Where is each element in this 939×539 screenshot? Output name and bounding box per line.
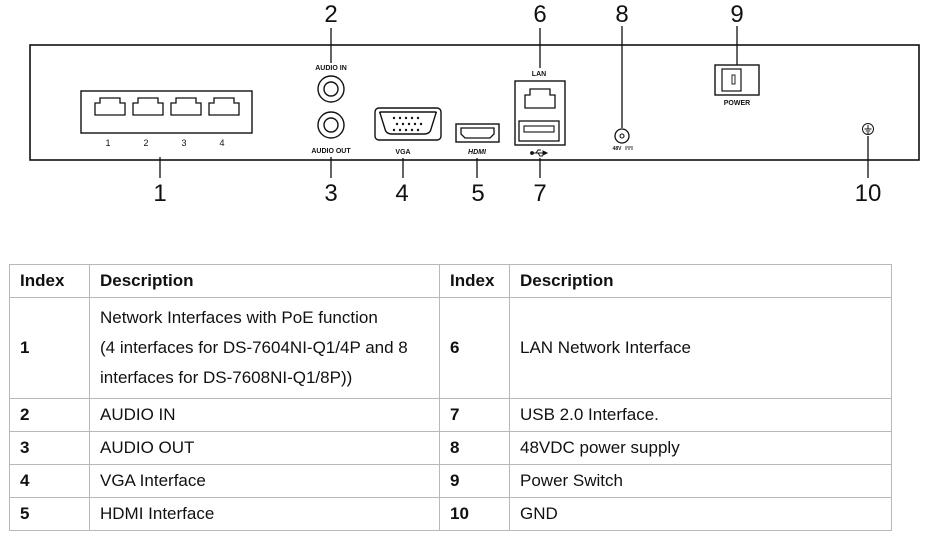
rca-jack-icon: [317, 111, 345, 139]
ethernet-port-icon: [170, 97, 202, 116]
index-cell: 3: [9, 431, 90, 465]
index-cell: 2: [9, 398, 90, 432]
dc-symbol-icon: [625, 146, 633, 150]
description-cell: HDMI Interface: [89, 497, 440, 531]
ethernet-port-icon: [524, 88, 556, 109]
port-number: 2: [143, 138, 148, 148]
usb-port-icon: [518, 120, 560, 142]
table-row: 5 HDMI Interface 10 GND: [9, 497, 892, 531]
index-cell: 7: [439, 398, 510, 432]
description-line: interfaces for DS-7608NI-Q1/8P)): [100, 368, 353, 387]
interface-description-table: Index Description Index Description 1 Ne…: [9, 264, 892, 531]
index-cell: 6: [439, 297, 510, 399]
callout-7: 7: [533, 180, 546, 207]
audio-in-label: AUDIO IN: [315, 65, 347, 72]
index-cell: 10: [439, 497, 510, 531]
callout-2: 2: [324, 1, 337, 28]
port-number: 3: [181, 138, 186, 148]
column-header-index: Index: [439, 264, 510, 298]
callout-6: 6: [533, 1, 546, 28]
callout-4: 4: [395, 180, 408, 207]
hdmi-label: HDMI: [468, 149, 487, 156]
ethernet-port-icon: [94, 97, 126, 116]
column-header-description: Description: [509, 264, 892, 298]
hdmi-connector-icon: [455, 123, 500, 143]
lan-label: LAN: [532, 71, 546, 78]
lan-usb-block: [514, 80, 566, 146]
vga-label: VGA: [395, 149, 410, 156]
ethernet-port-icon: [132, 97, 164, 116]
rear-panel-diagram: 1 2 3 4 AUDIO IN AUDIO OUT VGA HDMI LAN: [29, 1, 920, 207]
description-cell: Network Interfaces with PoE function (4 …: [89, 297, 440, 399]
callout-1: 1: [153, 180, 166, 207]
power-label: POWER: [724, 100, 750, 107]
description-cell: LAN Network Interface: [509, 297, 892, 399]
description-cell: VGA Interface: [89, 464, 440, 498]
column-header-index: Index: [9, 264, 90, 298]
index-cell: 1: [9, 297, 90, 399]
description-cell: AUDIO OUT: [89, 431, 440, 465]
index-cell: 5: [9, 497, 90, 531]
rca-jack-icon: [317, 75, 345, 103]
description-line: Network Interfaces with PoE function: [100, 308, 378, 327]
description-line: (4 interfaces for DS-7604NI-Q1/4P and 8: [100, 338, 408, 357]
callout-10: 10: [855, 180, 882, 207]
port-number: 4: [219, 138, 224, 148]
callout-8: 8: [615, 1, 628, 28]
audio-out-label: AUDIO OUT: [311, 148, 351, 155]
ground-icon: [862, 123, 874, 135]
table-row: 1 Network Interfaces with PoE function (…: [9, 297, 892, 399]
callout-5: 5: [471, 180, 484, 207]
ethernet-port-icon: [208, 97, 240, 116]
port-number: 1: [105, 138, 110, 148]
rear-panel-outline: [29, 44, 920, 161]
table-row: 2 AUDIO IN 7 USB 2.0 Interface.: [9, 398, 892, 432]
index-cell: 4: [9, 464, 90, 498]
description-cell: USB 2.0 Interface.: [509, 398, 892, 432]
description-cell: AUDIO IN: [89, 398, 440, 432]
dc-48v-label: 48V: [613, 146, 623, 152]
description-cell: Power Switch: [509, 464, 892, 498]
table-row: 4 VGA Interface 9 Power Switch: [9, 464, 892, 498]
description-cell: 48VDC power supply: [509, 431, 892, 465]
index-cell: 9: [439, 464, 510, 498]
callout-9: 9: [730, 1, 743, 28]
callout-leaders: [159, 26, 869, 178]
poe-network-interfaces: 1 2 3 4: [80, 90, 253, 148]
column-header-description: Description: [89, 264, 440, 298]
rocker-switch-icon: [714, 64, 760, 96]
vga-connector-icon: [374, 107, 442, 141]
callout-3: 3: [324, 180, 337, 207]
table-row: 3 AUDIO OUT 8 48VDC power supply: [9, 431, 892, 465]
usb-symbol-icon: [530, 149, 549, 157]
table-header-row: Index Description Index Description: [9, 264, 892, 298]
index-cell: 8: [439, 431, 510, 465]
dc-jack-icon: [614, 128, 630, 144]
description-cell: GND: [509, 497, 892, 531]
